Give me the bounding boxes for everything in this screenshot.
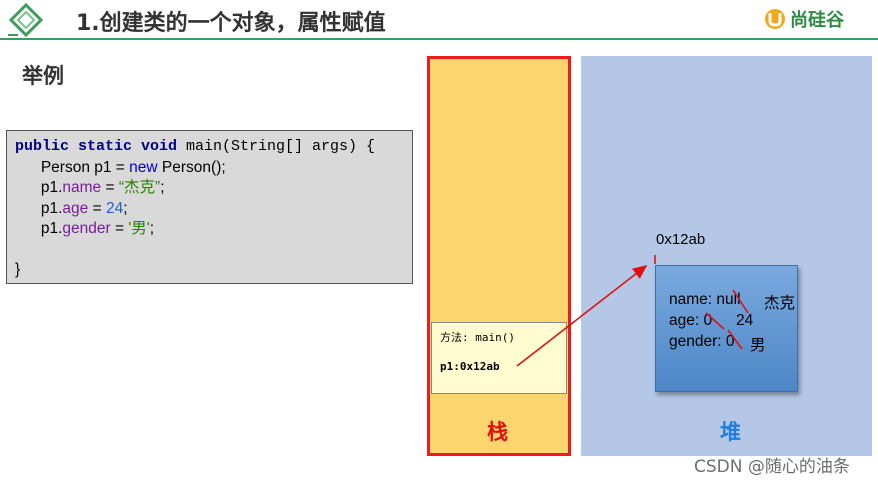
brand-name: 尚硅谷	[790, 10, 844, 31]
attr-age-new-value: 24	[736, 312, 754, 329]
code-text: =	[101, 179, 119, 196]
heap-region	[581, 56, 872, 456]
code-keyword-new: new	[129, 158, 158, 176]
code-text: Person p1 =	[40, 158, 130, 176]
code-line-signature: public static void main(String[] args) {	[15, 137, 404, 158]
code-number: 24	[105, 199, 124, 217]
header: 1.创建类的一个对象，属性赋值 尚硅谷	[0, 0, 878, 40]
heap-object-person	[655, 265, 798, 392]
code-line-gender: p1.gender = '男';	[15, 219, 404, 240]
code-signature-rest: main(String[] args) {	[177, 138, 376, 155]
slide-title: 1.创建类的一个对象，属性赋值	[76, 11, 386, 36]
heap-object-address: 0x12ab	[656, 231, 706, 248]
code-line-name: p1.name = “杰克”;	[15, 178, 404, 199]
attr-name-new-value: 杰克	[764, 295, 796, 312]
code-text: ;	[123, 199, 128, 217]
csdn-watermark: CSDN @随心的油条	[694, 457, 850, 477]
attr-age-default: age: 0	[669, 312, 713, 329]
code-keywords: public static void	[15, 138, 178, 155]
attr-name-default: name: null	[669, 291, 741, 308]
code-block: public static void main(String[] args) {…	[6, 130, 413, 284]
code-field: name	[62, 179, 102, 196]
code-text: ;	[160, 179, 165, 196]
code-line-close: }	[15, 261, 21, 278]
code-text: =	[88, 199, 106, 217]
stack-label: 栈	[487, 420, 508, 444]
frame-variable-p1: p1:0x12ab	[440, 360, 500, 373]
frame-method-label: 方法: main()	[440, 331, 515, 344]
attr-gender-new-value: 男	[750, 337, 766, 354]
code-line-new-object: Person p1 = new Person();	[15, 158, 404, 179]
code-string: '男'	[128, 220, 150, 237]
heap-label: 堆	[720, 420, 741, 444]
logo-diamond-icon	[8, 2, 44, 38]
brand-logo-icon	[765, 9, 785, 29]
section-label: 举例	[22, 64, 64, 88]
code-text: p1.	[40, 179, 63, 196]
attr-gender-default: gender: 0	[669, 333, 735, 350]
code-text: =	[110, 220, 129, 237]
code-text: p1.	[40, 199, 63, 217]
code-text: Person();	[157, 158, 226, 176]
code-text: p1.	[40, 220, 63, 237]
code-line-blank	[15, 240, 404, 261]
header-divider	[0, 38, 878, 40]
code-field: age	[62, 199, 89, 217]
code-line-age: p1.age = 24;	[15, 199, 404, 220]
stack-region	[427, 56, 571, 456]
brand: 尚硅谷	[764, 6, 844, 32]
code-text: ;	[149, 220, 155, 237]
stack-frame-main: 方法: main() p1:0x12ab	[431, 322, 567, 394]
code-string: “杰克”	[118, 179, 161, 196]
code-field: gender	[62, 220, 111, 237]
